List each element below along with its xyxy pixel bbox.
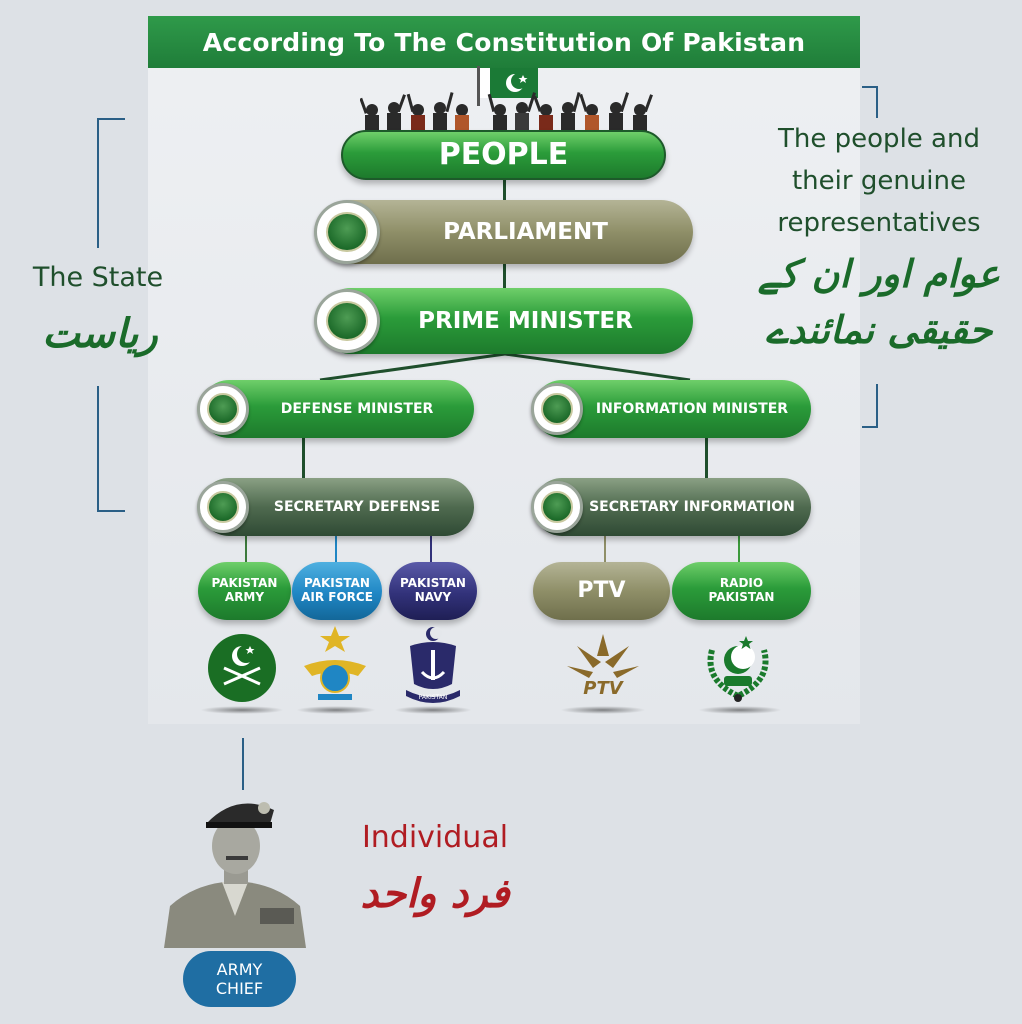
logo-shadow — [560, 706, 646, 714]
node-pakistan-air-force: PAKISTAN AIR FORCE — [292, 562, 382, 620]
right-annotation-english: The people and their genuine representat… — [754, 118, 1004, 244]
flag-pole — [477, 66, 480, 106]
right-annotation-urdu-line2: حقیقی نمائندے — [765, 307, 993, 352]
pakistan-air-force-logo-icon — [304, 626, 366, 700]
pakistan-army-logo-icon — [208, 634, 276, 702]
right-annotation-line3: representatives — [777, 208, 981, 238]
state-emblem-icon — [314, 289, 380, 353]
node-radio-pakistan: RADIO PAKISTAN — [672, 562, 811, 620]
army-chief-badge: ARMY CHIEF — [183, 951, 296, 1007]
right-annotation-urdu-line1: عوام اور ان کے — [757, 251, 1001, 296]
chart-title: According To The Constitution Of Pakista… — [202, 27, 806, 57]
node-navy-line1: PAKISTAN — [400, 576, 466, 591]
right-annotation-urdu: عوام اور ان کے حقیقی نمائندے — [754, 246, 1004, 358]
node-air-force-line1: PAKISTAN — [304, 576, 370, 591]
connector-army-chief — [242, 738, 244, 794]
node-people-label: PEOPLE — [438, 136, 569, 172]
logo-shadow — [698, 706, 782, 714]
node-parliament-label: PARLIAMENT — [443, 218, 608, 245]
pakistan-flag-icon — [480, 68, 538, 98]
army-chief-photo — [162, 790, 308, 948]
right-bracket-bottom — [862, 384, 878, 428]
node-army-line2: ARMY — [224, 590, 265, 604]
army-chief-badge-line2: CHIEF — [215, 979, 264, 998]
node-ptv-label: PTV — [577, 578, 626, 604]
node-radio-line2: PAKISTAN — [708, 590, 775, 604]
connector-parliament-pm — [503, 262, 506, 290]
the-state-label: The State — [32, 262, 164, 293]
node-secretary-defense-label: SECRETARY DEFENSE — [273, 498, 441, 515]
left-bracket-top — [97, 118, 125, 248]
army-chief-badge-line1: ARMY — [216, 959, 263, 979]
individual-label: Individual — [361, 820, 509, 855]
node-navy-line2: NAVY — [414, 590, 452, 604]
right-bracket-top — [862, 86, 878, 118]
state-emblem-icon — [197, 383, 249, 435]
node-people: PEOPLE — [341, 130, 666, 180]
node-prime-minister: PRIME MINISTER — [318, 288, 693, 354]
node-pakistan-navy: PAKISTAN NAVY — [389, 562, 477, 620]
connector-navy — [430, 536, 432, 564]
node-information-minister-label: INFORMATION MINISTER — [595, 400, 789, 417]
connector-defmin-secdef — [302, 438, 305, 480]
connector-radio — [738, 536, 740, 564]
connector-people-parliament — [503, 180, 506, 204]
left-bracket-bottom — [97, 386, 125, 512]
node-secretary-information-label: SECRETARY INFORMATION — [589, 498, 795, 515]
connector-airforce — [335, 536, 337, 564]
logo-shadow — [200, 706, 284, 714]
connector-army — [245, 536, 247, 564]
state-emblem-icon — [314, 200, 380, 264]
state-emblem-icon — [531, 383, 583, 435]
node-defense-minister-label: DEFENSE MINISTER — [280, 400, 434, 417]
node-pakistan-army: PAKISTAN ARMY — [198, 562, 291, 620]
state-emblem-icon — [531, 481, 583, 533]
node-radio-line1: RADIO — [719, 576, 764, 591]
right-annotation-line1: The people and — [778, 124, 980, 154]
node-information-minister: INFORMATION MINISTER — [533, 380, 811, 438]
radio-pakistan-logo-icon — [707, 636, 769, 702]
ptv-logo-icon: PTV — [567, 634, 639, 699]
node-air-force-line2: AIR FORCE — [301, 590, 373, 604]
pakistan-navy-logo-icon: PAKISTAN — [406, 627, 460, 703]
node-army-line1: PAKISTAN — [211, 576, 278, 591]
node-parliament: PARLIAMENT — [318, 200, 693, 264]
node-prime-minister-label: PRIME MINISTER — [418, 307, 633, 334]
ptv-logo-text: PTV — [583, 678, 624, 699]
navy-logo-text: PAKISTAN — [419, 694, 448, 701]
state-emblem-icon — [197, 481, 249, 533]
individual-urdu-label: فرد واحد — [360, 870, 510, 917]
node-ptv: PTV — [533, 562, 670, 620]
logo-shadow — [394, 706, 472, 714]
connector-ptv — [604, 536, 606, 564]
crowd-silhouette — [360, 92, 653, 132]
right-annotation-line2: their genuine — [791, 166, 966, 196]
chart-title-banner: According To The Constitution Of Pakista… — [148, 16, 860, 68]
crowd-flag-illustration — [360, 66, 653, 132]
connector-pm-ministers — [319, 352, 691, 382]
connector-infomin-secinfo — [705, 438, 708, 480]
the-state-urdu-label: ریاست — [42, 310, 158, 357]
logo-shadow — [296, 706, 376, 714]
